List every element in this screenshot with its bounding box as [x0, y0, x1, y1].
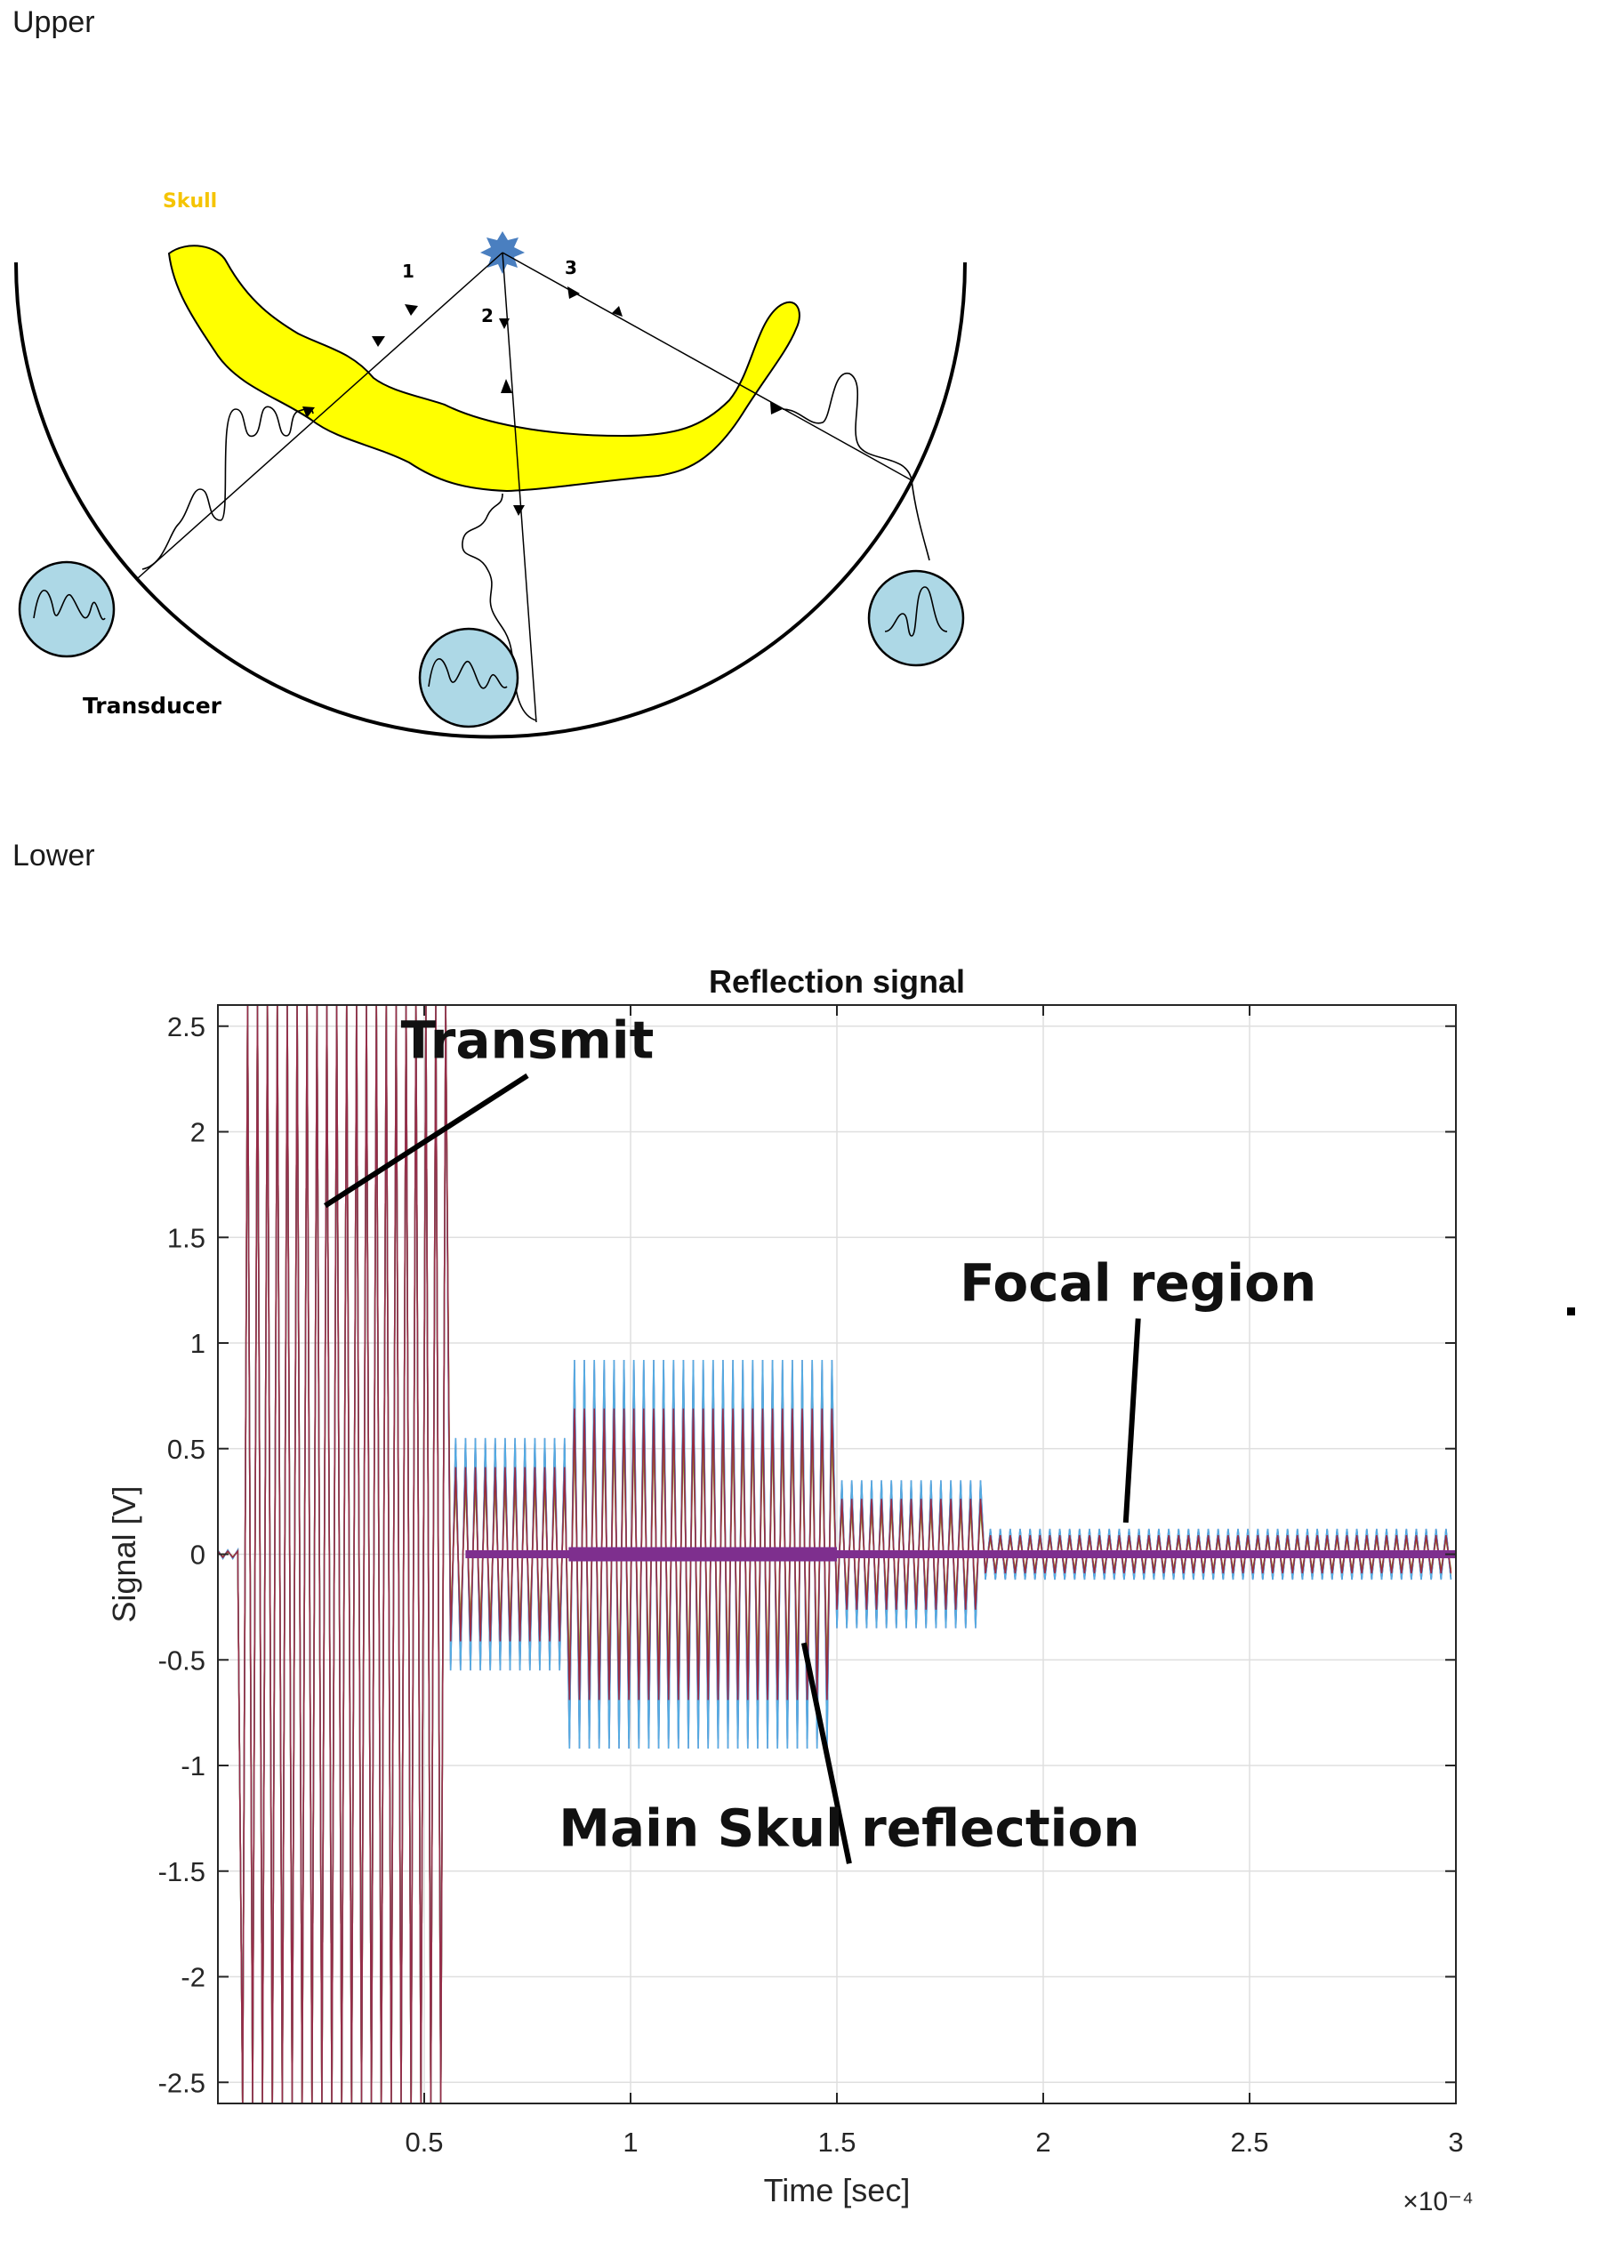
- ray-path-1: [137, 252, 503, 579]
- chart-title: Reflection signal: [709, 963, 965, 1000]
- x-tick-label: 3: [1448, 2127, 1463, 2158]
- y-tick-label: 0.5: [167, 1434, 205, 1465]
- annotation-label: Transmit: [401, 1009, 655, 1070]
- stray-mark: [1567, 1307, 1575, 1315]
- annotation-pointer: [800, 1642, 852, 1864]
- annotation-pointer: [324, 1073, 529, 1209]
- y-tick-label: -0.5: [158, 1645, 205, 1676]
- y-tick-label: -1: [181, 1750, 205, 1781]
- arrow-head-icon: [501, 379, 512, 393]
- echo-waveform-right-tail: [911, 479, 930, 561]
- panel-label-upper: Upper: [12, 5, 95, 39]
- reflection-signal-chart: 0.5 1 1.5 2 2.5 3 2.5 2 1.5 1 0.5 0 -0.5 -1 -1.5 -2 -2.5…: [106, 963, 1474, 2216]
- transducer-label: Transducer: [83, 693, 222, 719]
- echo-waveform-right: [782, 373, 912, 481]
- path-label-3: 3: [565, 257, 577, 278]
- y-tick-label: 2.5: [167, 1011, 205, 1042]
- y-tick-label: 1: [190, 1328, 205, 1359]
- y-tick-label: 1.5: [167, 1222, 205, 1253]
- transducer-element-right: [867, 569, 965, 667]
- annotation-label: Focal region: [960, 1253, 1316, 1314]
- y-tick-label: 0: [190, 1540, 205, 1571]
- x-tick-label: 2.5: [1230, 2127, 1268, 2158]
- y-tick-label: 2: [190, 1117, 205, 1148]
- annotation-pointer: [1122, 1318, 1141, 1524]
- arrow-head-icon: [612, 306, 623, 317]
- ultrasound-diagram: Skull Transducer 1 2 3: [14, 190, 967, 739]
- path-label-1: 1: [402, 261, 414, 282]
- y-tick-label: -2: [181, 1962, 205, 1993]
- skull-shape: [167, 245, 800, 493]
- panel-label-lower: Lower: [12, 839, 95, 873]
- arrow-head-icon: [567, 286, 580, 299]
- arrow-head-icon: [770, 402, 783, 414]
- path-label-2: 2: [481, 305, 494, 326]
- arrow-head-icon: [513, 505, 525, 516]
- skull-label: Skull: [163, 190, 217, 213]
- echo-waveform-left: [141, 406, 314, 570]
- annotation-label: Main Skul reflection: [559, 1798, 1139, 1858]
- x-tick-label: 1.5: [817, 2127, 856, 2158]
- ray-path-2: [502, 252, 537, 723]
- x-tick-label: 2: [1035, 2127, 1050, 2158]
- y-tick-label: -1.5: [158, 1856, 205, 1887]
- arrow-head-icon: [499, 318, 510, 329]
- x-tick-label: 1: [623, 2127, 638, 2158]
- transducer-element-left: [18, 560, 116, 658]
- x-axis-exponent-label: ×10⁻⁴: [1403, 2187, 1474, 2216]
- arrow-head-icon: [372, 336, 385, 347]
- signal-traces: [217, 1004, 1456, 2104]
- x-axis-label: Time [sec]: [764, 2172, 911, 2208]
- y-tick-label: -2.5: [158, 2067, 205, 2098]
- transducer-element-center: [418, 627, 519, 728]
- x-tick-label: 0.5: [405, 2127, 443, 2158]
- y-axis-label: Signal [V]: [106, 1485, 142, 1622]
- transducer-bowl-arc: [14, 261, 967, 739]
- axis-ticks: 0.5 1 1.5 2 2.5 3 2.5 2 1.5 1 0.5 0 -0.5 -1 -1.5 -2 -2.5: [158, 1005, 1464, 2158]
- arrow-head-icon: [405, 304, 418, 316]
